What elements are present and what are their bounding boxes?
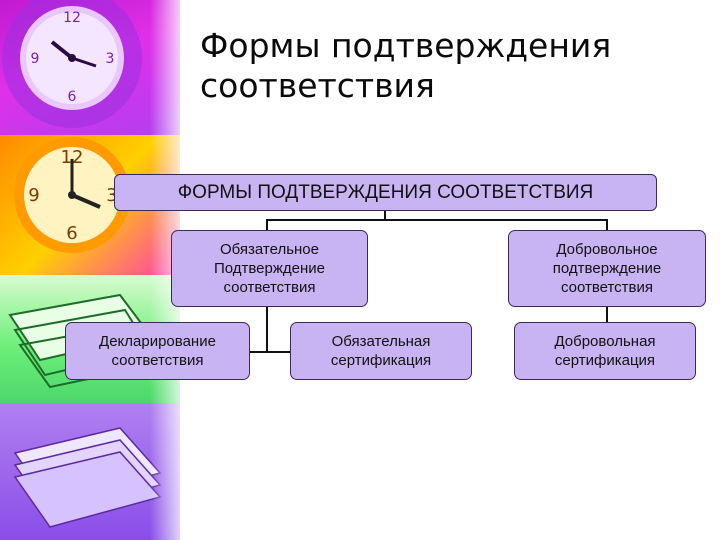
svg-text:9: 9	[28, 185, 39, 206]
connector-horizontal-top	[266, 219, 608, 221]
svg-text:12: 12	[61, 147, 84, 168]
connector-to-mandatory	[266, 219, 268, 230]
declaration-box: Декларирование соответствия	[65, 322, 250, 380]
connector-to-voluntary	[606, 219, 608, 230]
svg-text:6: 6	[66, 223, 77, 244]
svg-text:6: 6	[68, 89, 77, 105]
slide-title: Формы подтверждения соответствия	[200, 26, 700, 106]
voluntary-certification-box: Добровольная сертификация	[514, 322, 696, 380]
decorative-photo-strip: 12 3 6 9 12 3 6 9	[0, 0, 180, 540]
svg-text:3: 3	[106, 51, 115, 67]
mandatory-certification-box: Обязательная сертификация	[290, 322, 472, 380]
root-box: ФОРМЫ ПОДТВЕРЖДЕНИЯ СООТВЕТСТВИЯ	[114, 174, 657, 211]
connector-mandatory-branch	[250, 351, 290, 353]
svg-text:3: 3	[106, 185, 117, 206]
svg-text:12: 12	[63, 10, 81, 26]
connector-mandatory-down	[266, 307, 268, 352]
clock-purple-icon: 12 3 6 9	[2, 0, 142, 128]
svg-text:9: 9	[31, 51, 40, 67]
papers-violet-icon	[13, 427, 162, 528]
title-line-1: Формы подтверждения	[200, 26, 612, 65]
voluntary-confirmation-box: Добровольное подтверждение соответствия	[508, 230, 706, 307]
title-line-2: соответствия	[200, 66, 435, 105]
connector-root-down	[384, 211, 386, 220]
mandatory-confirmation-box: Обязательное Подтверждение соответствия	[171, 230, 368, 307]
connector-voluntary-down	[606, 307, 608, 322]
clock-orange-icon: 12 3 6 9	[14, 137, 130, 253]
